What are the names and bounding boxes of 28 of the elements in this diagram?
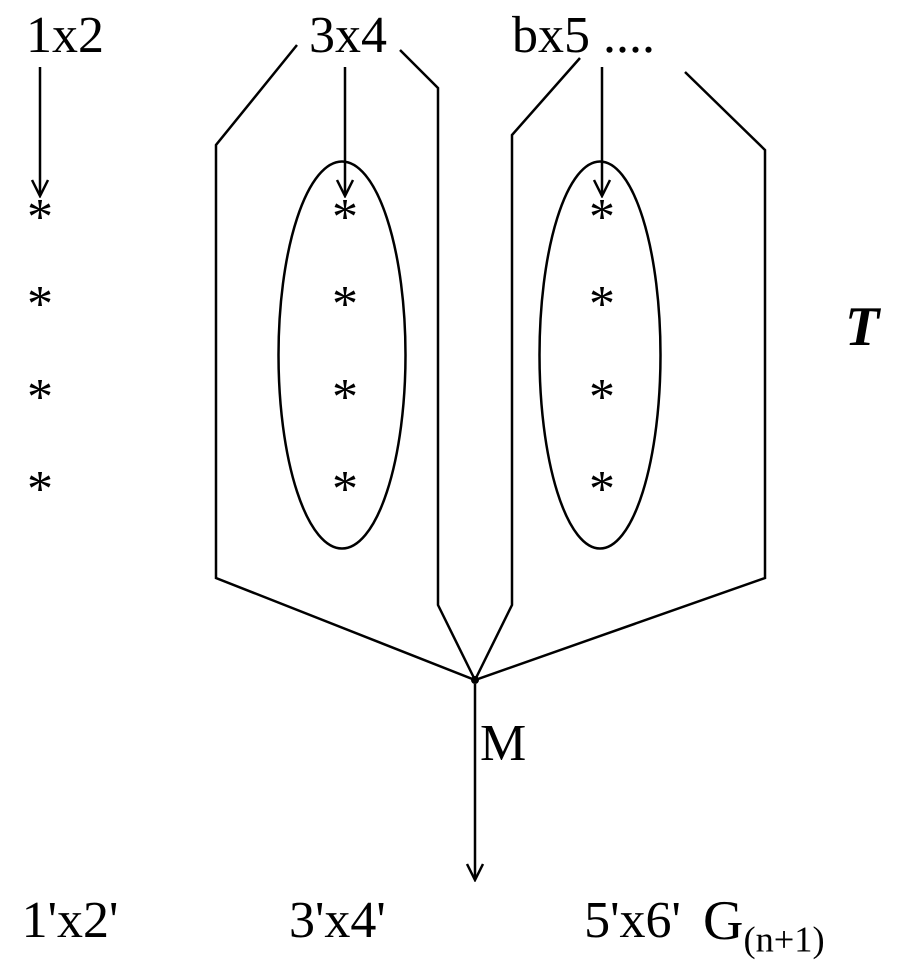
ellipse-outline (538, 160, 662, 550)
asterisk: * (325, 196, 365, 240)
asterisk: * (582, 376, 622, 420)
group-outline (473, 55, 768, 683)
cross-label: 3'x4' (285, 890, 485, 952)
arrow (30, 67, 50, 198)
asterisk: * (20, 196, 60, 240)
generation-label: G$_{(n+1)}$ (703, 890, 825, 962)
asterisk: * (582, 196, 622, 240)
merge-point (471, 676, 479, 684)
asterisk: * (325, 468, 365, 512)
cross-label: 5'x6' (565, 890, 700, 952)
asterisk: * (325, 283, 365, 327)
ellipse-outline (277, 160, 407, 550)
arrow (466, 684, 484, 882)
asterisk: * (582, 468, 622, 512)
asterisk: * (582, 283, 622, 327)
asterisk: * (325, 376, 365, 420)
trait-label: T (845, 296, 880, 358)
cross-label: 1'x2' (5, 890, 135, 952)
cross-label: 3x4 (293, 5, 403, 67)
asterisk: * (20, 468, 60, 512)
asterisk: * (20, 283, 60, 327)
arrow (336, 67, 354, 198)
asterisk: * (20, 376, 60, 420)
cross-label: 1x2 (10, 5, 120, 67)
arrow (592, 67, 612, 198)
cross-label: bx5 .... (508, 5, 778, 67)
